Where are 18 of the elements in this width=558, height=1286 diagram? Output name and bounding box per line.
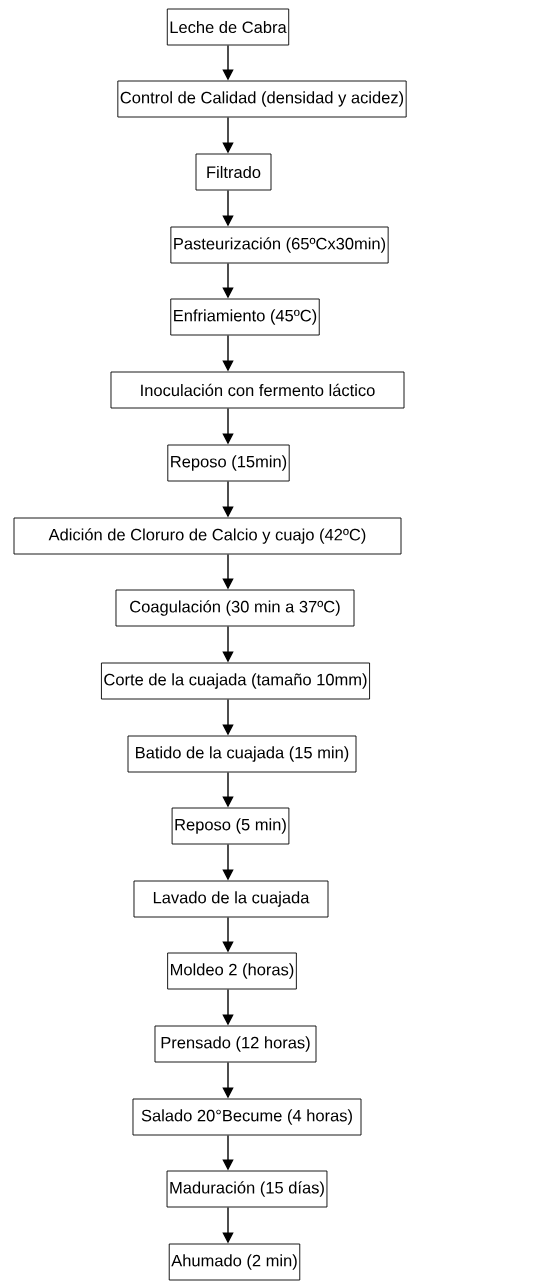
process-box: Inoculación con fermento láctico [110,371,405,409]
process-box: Reposo (5 min) [171,807,290,845]
process-box: Prensado (12 horas) [154,1025,317,1063]
process-box: Batido de la cuajada (15 min) [127,735,357,773]
process-box: Control de Calidad (densidad y acidez) [117,80,407,118]
process-box: Pasteurización (65ºCx30min) [170,226,389,264]
process-box: Ahumado (2 min) [168,1243,301,1281]
process-box: Enfriamiento (45ºC) [170,298,320,336]
process-box: Reposo (15min) [167,444,290,482]
process-box: Corte de la cuajada (tamaño 10mm) [101,662,370,700]
process-box: Adición de Cloruro de Calcio y cuajo (42ºC) [13,517,402,555]
process-box: Maduración (15 días) [166,1170,328,1208]
process-box: Leche de Cabra [166,8,290,46]
process-box: Salado 20°Becume (4 horas) [132,1098,362,1136]
process-box: Lavado de la cuajada [133,880,329,918]
process-box: Coagulación (30 min a 37ºC) [115,589,355,627]
process-box: Moldeo 2 (horas) [167,952,297,990]
process-box: Filtrado [195,153,272,191]
